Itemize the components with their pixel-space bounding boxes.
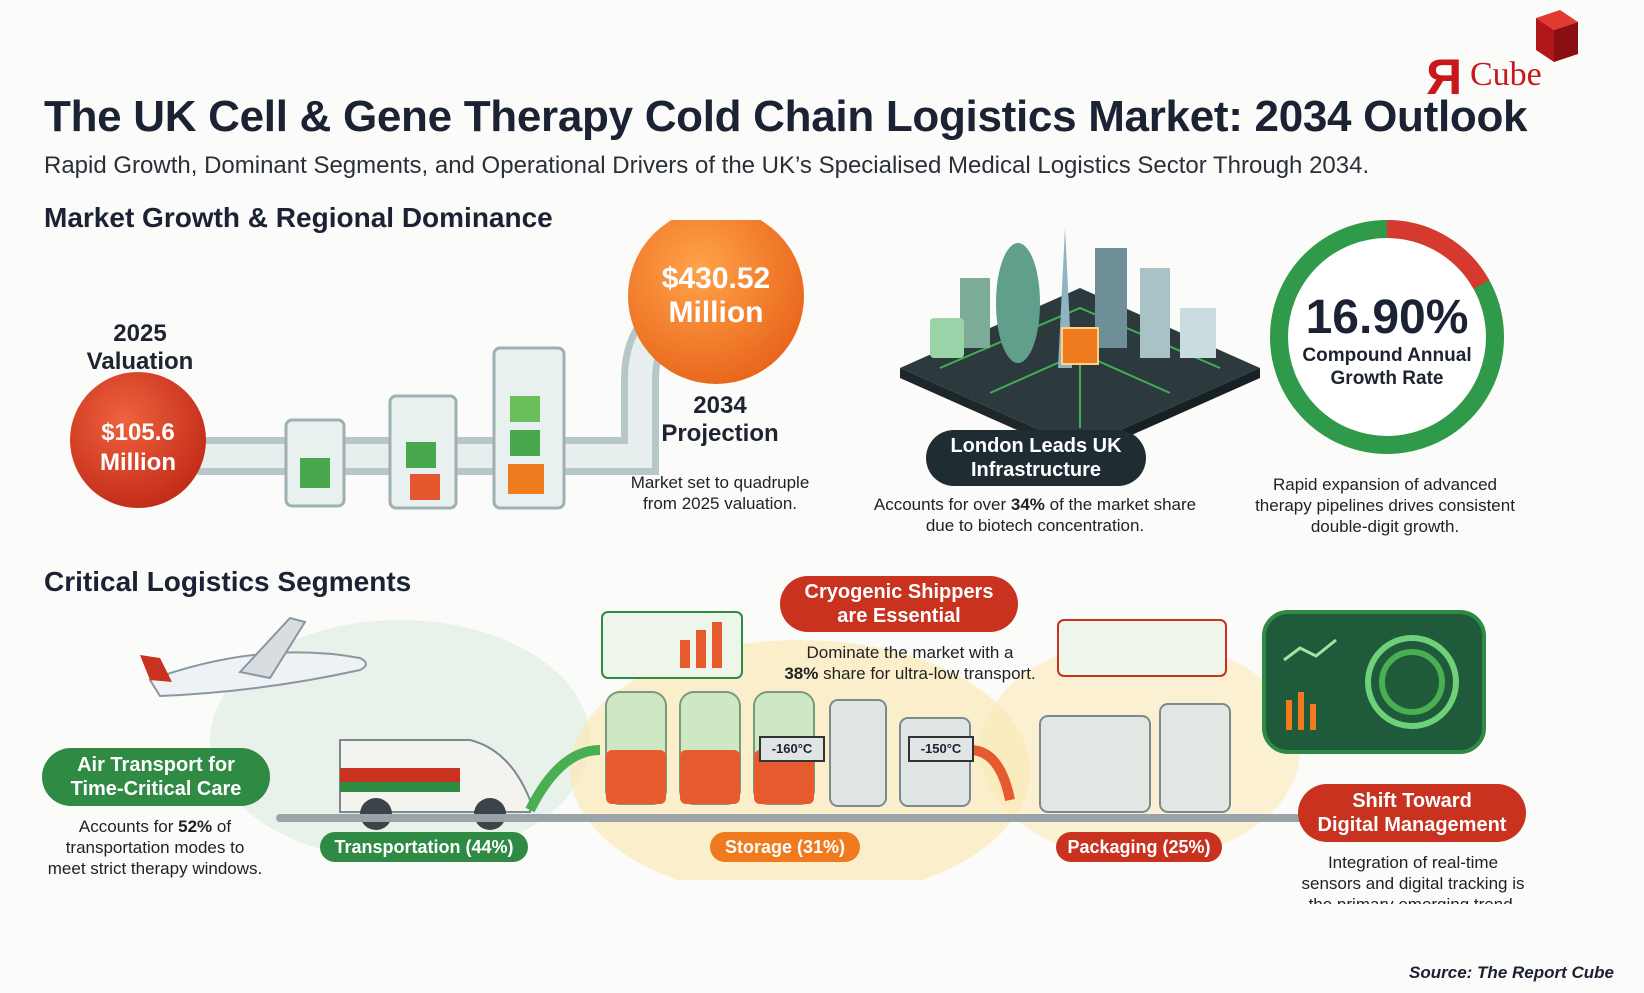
storage-segment-label: Storage (31%) — [710, 832, 860, 862]
logistics-illustration — [140, 610, 1486, 880]
end-value-circle — [628, 220, 804, 384]
packaging-units — [1039, 703, 1231, 813]
page-subtitle: Rapid Growth, Dominant Segments, and Ope… — [44, 152, 1370, 179]
tank-1 — [284, 418, 346, 508]
digital-management-note: Integration of real-time sensors and dig… — [1301, 853, 1525, 904]
temperature-readout-1: -160°C — [759, 736, 825, 762]
monitor-panel-2 — [1057, 619, 1227, 677]
packaging-segment-label: Packaging (25%) — [1056, 832, 1222, 862]
london-city-illustration — [900, 228, 1260, 458]
source-credit: Source: The Report Cube — [1409, 963, 1614, 982]
report-cube-logo: R Cube — [1418, 10, 1594, 105]
cagr-value: 16.90% — [1305, 291, 1469, 344]
page-title: The UK Cell & Gene Therapy Cold Chain Lo… — [44, 92, 1528, 141]
tank-2 — [388, 394, 458, 510]
london-note: Accounts for over 34% of the market shar… — [873, 495, 1197, 535]
segments-section-heading: Critical Logistics Segments — [44, 566, 412, 597]
growth-pipeline-illustration — [70, 220, 804, 510]
cagr-arc — [1270, 220, 1504, 454]
monitor-panel-1 — [601, 611, 743, 679]
digital-dashboard — [1262, 610, 1486, 754]
logo-wordmark: Cube — [1470, 56, 1542, 93]
cube-icon — [1536, 10, 1578, 62]
airplane-icon — [140, 616, 367, 698]
growth-section-heading: Market Growth & Regional Dominance — [44, 202, 553, 233]
air-transport-note: Accounts for 52% of transportation modes… — [47, 817, 263, 878]
temperature-readout-2: -150°C — [908, 736, 974, 762]
cagr-ring — [1270, 220, 1504, 454]
transportation-segment-label: Transportation (44%) — [320, 832, 528, 862]
cryogenic-note: Dominate the market with a 38% share for… — [784, 643, 1036, 683]
start-value-circle — [70, 372, 206, 508]
tank-3 — [492, 346, 566, 510]
gherkin-tower — [996, 243, 1040, 363]
